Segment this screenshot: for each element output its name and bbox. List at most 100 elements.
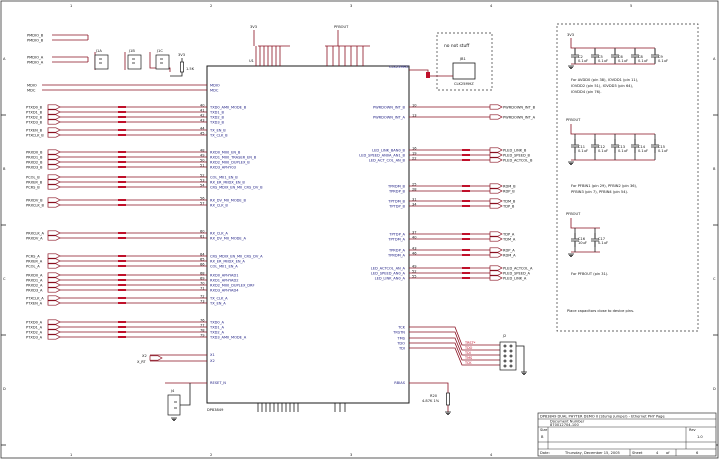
u1-right-pin-number: 55 <box>412 274 417 278</box>
left-port-label: PTXD1_A <box>26 325 43 329</box>
border-letter-right: A <box>713 57 716 61</box>
title-block-date: Thursday, December 15, 2005 <box>564 451 620 455</box>
right-port-label: TDM_A <box>502 237 516 241</box>
title-block-rev-label: Rev <box>689 428 697 432</box>
right-port-flag <box>489 188 503 194</box>
left-port-label: PTXD1_B <box>26 110 43 114</box>
u1-right-pin-label: TPTDM_A <box>387 237 405 241</box>
u1-left-pin-label: TXD2_B <box>209 115 225 119</box>
right-port-flag <box>489 147 503 153</box>
series-resistor <box>118 274 126 276</box>
left-port-flag <box>47 329 61 335</box>
xtal-net: X_RT <box>137 360 146 364</box>
series-resistor <box>118 331 126 333</box>
r-bias <box>446 392 450 406</box>
right-port-flag <box>489 252 503 258</box>
right-series-resistor <box>462 277 470 279</box>
u1-left-pin-label: TX_CLK_B <box>209 133 228 137</box>
series-resistor <box>118 321 126 323</box>
left-port-flag <box>47 295 61 301</box>
left-port-flag <box>47 127 61 133</box>
series-resistor <box>118 116 126 118</box>
u1-right-pin-number: 25 <box>412 182 417 186</box>
u1-ref: U1 <box>249 59 254 63</box>
xtal-port <box>149 355 163 361</box>
right-port-flag <box>489 114 503 120</box>
left-port-label: PCRS_A <box>26 254 40 258</box>
u1-left-pin-number: 76 <box>200 318 205 322</box>
u1-left-pin-number: 50 <box>200 158 205 162</box>
border-letter-left: D <box>3 387 6 391</box>
border-number-top: 1 <box>70 4 72 8</box>
u1-left-pin-label: RXD1_MII0_TRASER_EN_B <box>210 155 257 159</box>
left-port-flag <box>47 319 61 325</box>
left-port-label: PCRS_B <box>26 185 40 189</box>
u1-left-pin-number: 45 <box>200 131 205 135</box>
j4-ref: J4 <box>170 389 175 393</box>
capacitor-bank: 3V3C20.1uFC50.1uFC60.1uFC80.1uFC90.1uFFo… <box>566 33 668 313</box>
jtag-pin-label: TRSTN <box>392 330 405 334</box>
jumper-body <box>127 54 142 70</box>
u1-left-pin-label: RX_DV_MII_MODE_A <box>210 236 246 240</box>
border-letter-right: B <box>713 167 716 171</box>
border-letter-right: C <box>713 277 716 281</box>
jtag-wire <box>409 337 500 356</box>
u1-left-pin-label: TX_CLK_A <box>209 296 228 300</box>
capacitor-panel <box>556 23 699 332</box>
u1-left-pin-label: TX_EN_A <box>209 301 226 305</box>
series-resistor <box>118 121 126 123</box>
top-pins <box>255 46 364 66</box>
jumper-pins <box>160 58 163 64</box>
u1-left-pin-number: 60 <box>200 229 205 233</box>
u1-left-pin-label: RX_DV_MII_MODE_B <box>210 198 246 202</box>
cap-pfb-value: 0.1uF <box>618 149 628 153</box>
cap-3v3-value: 0.1uF <box>638 59 648 63</box>
u1-left-pin-label: TXD1_A <box>209 325 225 329</box>
cap-3v3-ref: C6 <box>618 55 624 59</box>
right-series-resistor <box>462 205 470 207</box>
series-resistor <box>118 129 126 131</box>
u1-left-pin-number: 52 <box>200 173 205 177</box>
r-bias-value: 4.87K 1% <box>422 399 440 403</box>
cap-3v3-symbol <box>611 49 619 63</box>
cap-3v3-ref: C5 <box>598 55 603 59</box>
left-port-flag <box>47 230 61 236</box>
jtag-net-label: TDO <box>464 346 473 350</box>
right-port-label: PLED_SPEED_A <box>503 271 531 275</box>
cap-pfbout-label: PFBOUT <box>566 212 581 216</box>
right-port-label: PLED_SPEED_B <box>503 153 531 157</box>
series-resistor <box>118 106 126 108</box>
left-port-flag <box>47 119 61 125</box>
u1-chip-body <box>206 65 410 404</box>
title-block-doc-number: 870012704-100 <box>550 423 579 427</box>
left-port-flag <box>47 154 61 160</box>
title-block-of-label: of <box>666 451 670 455</box>
cap-pfb-note: PFBIN3 (pin 7), PFBIN4 (pin 54). <box>571 190 628 194</box>
u1-left-pin-number: 41 <box>200 108 205 112</box>
u1-pin-x1: X1 <box>210 353 215 357</box>
j2-gnd-wire <box>516 345 525 372</box>
u1-left-pin-label: COL_MII1_EN_B <box>210 175 238 179</box>
u1-right-pin-label: LED_SPEED_AN0A_AN1_B <box>359 153 405 157</box>
u1-right-pin-label: PWRDOWN_INT_B <box>373 105 406 109</box>
right-port-label: PLED_ACTCOL_B <box>503 158 533 162</box>
right-series-resistor <box>462 200 470 202</box>
left-port-label: PRXD0_B <box>26 150 43 154</box>
left-port-label: PRXD3_A <box>26 288 43 292</box>
r-top-wire <box>170 58 183 77</box>
u1-left-pin-number: 64 <box>200 252 205 256</box>
title-block-date-label: Date: <box>540 451 550 455</box>
cap-3v3-ref: C8 <box>638 55 644 59</box>
right-series-resistor <box>462 185 470 187</box>
cap-pfb-label: PFBOUT <box>566 118 581 122</box>
u1-right-pin-label: PWRDOWN_INT_A <box>373 115 406 119</box>
series-resistor <box>118 151 126 153</box>
clk-ref: JB1 <box>459 57 466 61</box>
cap-3v3-note: For AVDD0 (pin 38), IOVDD1 (pin 11), <box>571 78 638 82</box>
right-port-flag <box>489 198 503 204</box>
j2-pin <box>509 349 513 353</box>
u1-right-pin-number: 52 <box>412 269 417 273</box>
j2-ref: J2 <box>502 334 506 338</box>
right-series-resistor <box>462 267 470 269</box>
